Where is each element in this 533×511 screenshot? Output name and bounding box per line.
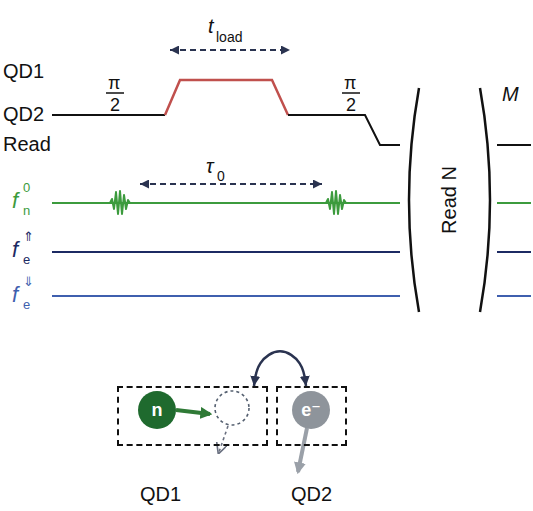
bracket <box>480 88 490 312</box>
sequence-label: π <box>344 74 356 92</box>
nuclear-spin-arrow <box>176 410 210 414</box>
vacated-position <box>215 391 249 425</box>
sequence-label: f <box>12 239 18 261</box>
electron-frequency-line <box>497 295 531 297</box>
sequence-label: 2 <box>110 96 120 114</box>
sequence-label: τ <box>206 156 213 176</box>
dot-label: QD1 <box>140 484 181 504</box>
electron-spin-arrow <box>298 428 307 472</box>
sequence-label: load <box>216 30 242 44</box>
sequence-label: 0 <box>23 181 30 194</box>
previous-spin-arrow <box>219 426 228 452</box>
fraction-bar <box>342 92 360 94</box>
gate-trace <box>497 144 531 146</box>
sequence-label: e <box>23 253 30 266</box>
gate-trace <box>288 115 400 145</box>
dot-label: QD2 <box>291 484 332 504</box>
electron-frequency-line <box>52 295 400 297</box>
duration-arrow <box>140 183 322 185</box>
sequence-label: QD2 <box>3 104 44 124</box>
gate-trace <box>52 114 165 116</box>
sequence-label: ⇑ <box>23 230 34 243</box>
sequence-label: QD1 <box>3 61 44 81</box>
nuclear-frequency-line <box>497 202 531 204</box>
electron-frequency-line <box>52 251 400 253</box>
sequence-label: Read <box>3 134 51 154</box>
quantum-dot-box: QD2e⁻ <box>276 386 347 446</box>
duration-arrow <box>170 49 290 51</box>
sequence-label: t <box>208 16 214 36</box>
sequence-label: ⇓ <box>23 275 34 288</box>
particle-symbol: n <box>152 401 163 419</box>
sequence-label: 2 <box>346 96 356 114</box>
sequence-label: e <box>23 298 30 311</box>
sequence-label: f <box>12 284 18 306</box>
sequence-label: M <box>502 84 519 104</box>
particle-circle: e⁻ <box>292 391 330 429</box>
tunnel-arrow <box>254 351 306 386</box>
fraction-bar <box>106 92 124 94</box>
sequence-label: π <box>108 74 120 92</box>
bracket <box>409 88 419 312</box>
sequence-label: f <box>12 190 18 212</box>
sequence-label: n <box>23 204 30 217</box>
rf-pulse <box>326 191 346 214</box>
nuclear-frequency-line <box>52 202 400 204</box>
particle-symbol: e⁻ <box>301 401 321 419</box>
particle-circle: n <box>138 391 176 429</box>
load-pulse <box>165 80 288 115</box>
rf-pulse <box>110 191 130 214</box>
electron-frequency-line <box>497 251 531 253</box>
repeat-label: Read N <box>439 166 459 234</box>
quantum-dot-box: QD1n <box>117 386 268 446</box>
sequence-label: 0 <box>217 169 225 183</box>
